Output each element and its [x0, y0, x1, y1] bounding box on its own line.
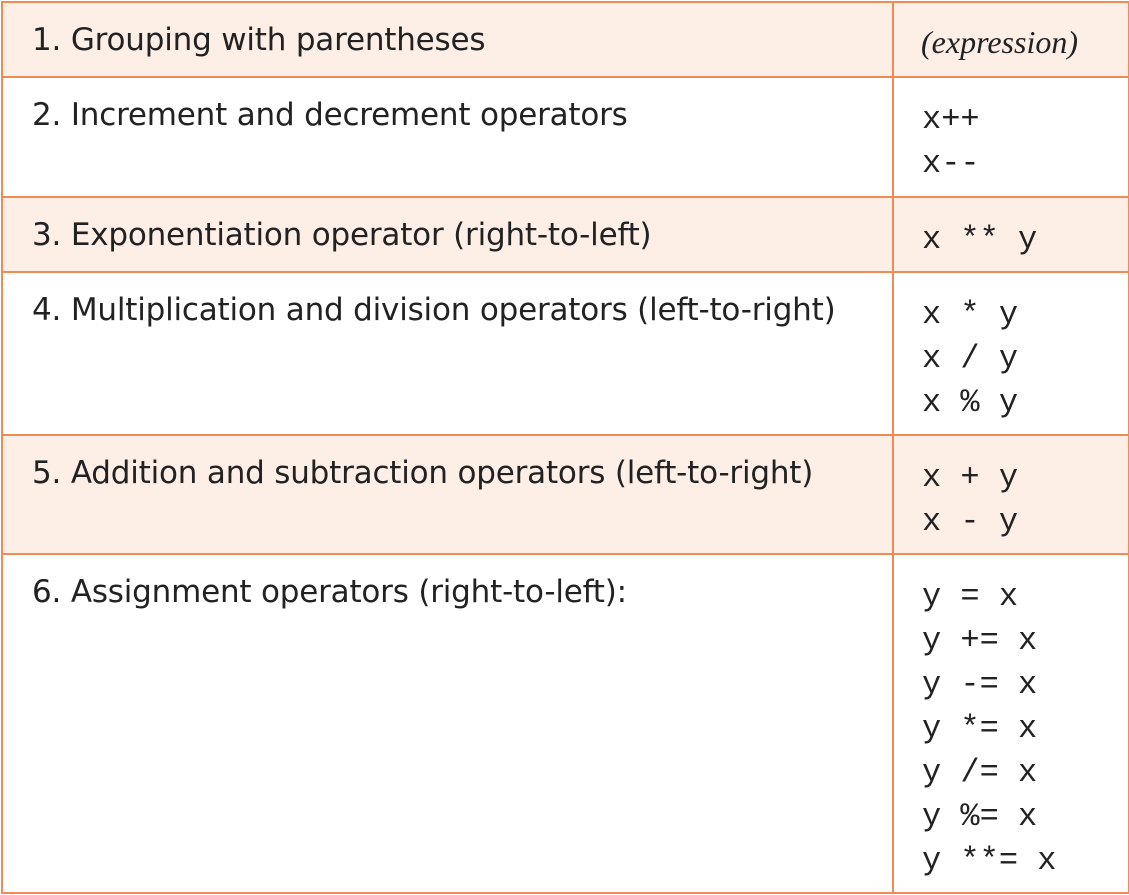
expression-line: y = x	[922, 578, 1019, 615]
expression-line: x - y	[922, 503, 1019, 540]
expression-cell: x++ x--	[892, 76, 1129, 198]
expression-line: x / y	[922, 340, 1019, 377]
expression-line: x + y	[922, 459, 1019, 496]
expression-cell: x + y x - y	[892, 434, 1129, 555]
expression-line: x++	[922, 101, 980, 138]
expression-cell: (expression)	[892, 1, 1129, 78]
expression-line: y *= x	[922, 710, 1038, 747]
precedence-description: 1. Grouping with parentheses	[1, 1, 894, 78]
expression-cell: x ** y	[892, 196, 1129, 273]
table-row: 5. Addition and subtraction operators (l…	[1, 434, 1129, 555]
expression-line: y %= x	[922, 798, 1038, 835]
precedence-description: 6. Assignment operators (right-to-left):	[1, 553, 894, 894]
table-row: 4. Multiplication and division operators…	[1, 271, 1129, 436]
expression-line: x ** y	[922, 221, 1038, 258]
expression-line: y **= x	[922, 842, 1057, 879]
precedence-description: 4. Multiplication and division operators…	[1, 271, 894, 436]
expression-line: y -= x	[922, 666, 1038, 703]
expression-line: x * y	[922, 296, 1019, 333]
table-row: 6. Assignment operators (right-to-left):…	[1, 553, 1129, 894]
expression-line: (expression)	[921, 24, 1078, 60]
table-row: 3. Exponentiation operator (right-to-lef…	[1, 196, 1129, 273]
expression-cell: x * y x / y x % y	[892, 271, 1129, 436]
expression-line: x--	[922, 145, 980, 182]
precedence-description: 3. Exponentiation operator (right-to-lef…	[1, 196, 894, 273]
table-row: 1. Grouping with parentheses (expression…	[1, 1, 1129, 78]
expression-line: y += x	[922, 622, 1038, 659]
expression-line: x % y	[922, 384, 1019, 421]
expression-cell: y = x y += x y -= x y *= x y /= x y %= x y **=…	[892, 553, 1129, 894]
table-row: 2. Increment and decrement operators x++…	[1, 76, 1129, 198]
expression-line: y /= x	[922, 754, 1038, 791]
precedence-description: 5. Addition and subtraction operators (l…	[1, 434, 894, 555]
precedence-description: 2. Increment and decrement operators	[1, 76, 894, 198]
